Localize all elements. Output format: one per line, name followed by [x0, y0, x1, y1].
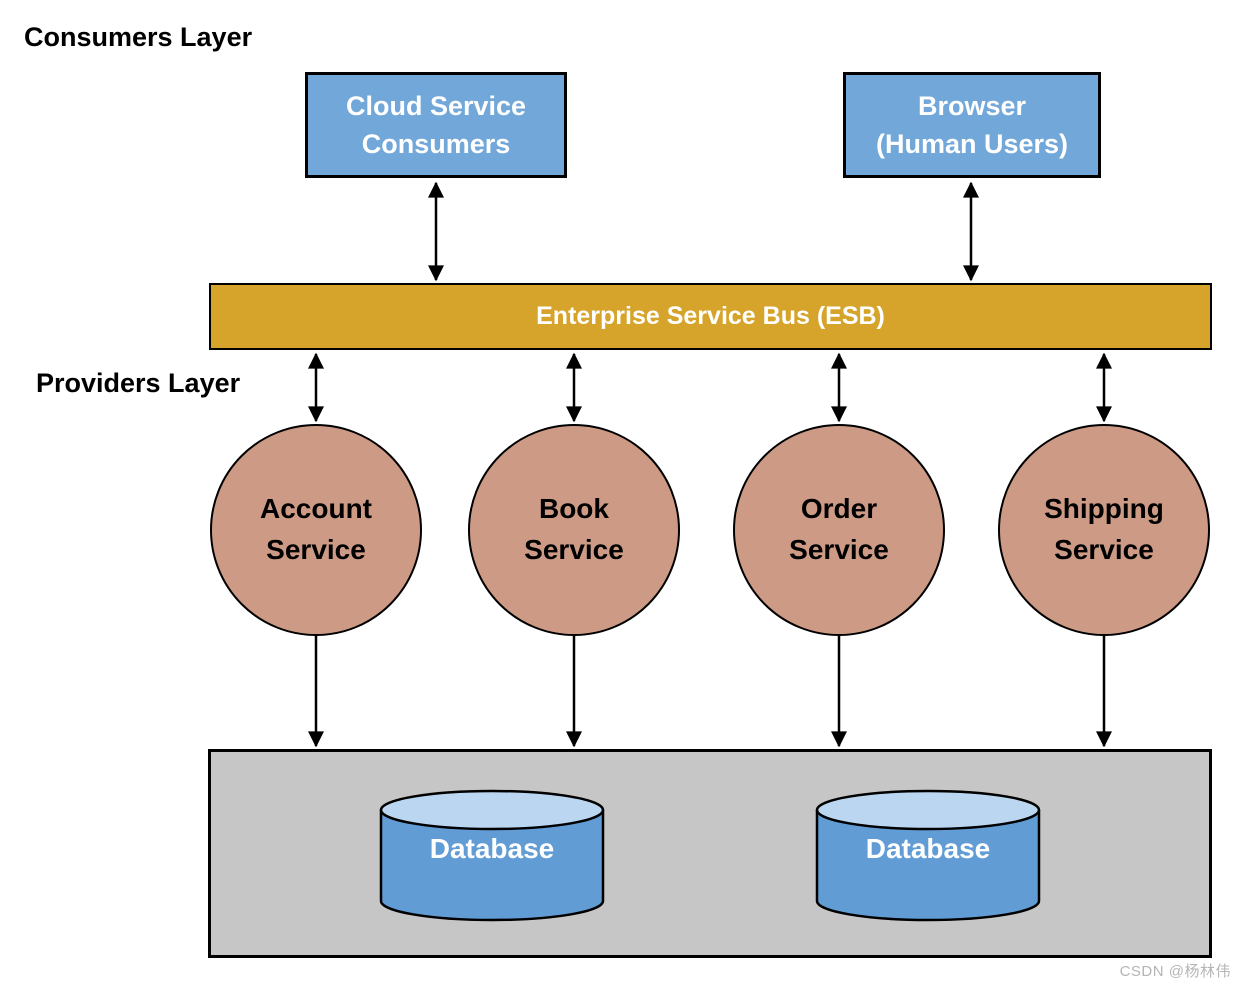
consumers-layer-label: Consumers Layer	[24, 22, 253, 52]
consumer-box-browser: Browser (Human Users)	[843, 72, 1101, 178]
providers-layer-label: Providers Layer	[36, 368, 241, 398]
esb-bar-label: Enterprise Service Bus (ESB)	[536, 302, 885, 330]
service-circle-book-label: Book Service	[524, 493, 624, 565]
service-circle-order-label: Order Service	[789, 493, 889, 565]
consumer-box-browser-label: Browser (Human Users)	[875, 90, 1069, 159]
service-circle-account: Account Service	[210, 424, 422, 636]
database-cylinder-icon	[815, 789, 1041, 922]
database-cylinder-left: Database	[379, 789, 605, 923]
database-cylinder-right: Database	[815, 789, 1041, 923]
service-circle-shipping-label: Shipping Service	[1044, 493, 1164, 565]
consumer-box-cloud-label: Cloud Service Consumers	[345, 90, 527, 159]
database-container	[208, 749, 1212, 958]
consumer-box-cloud-service-consumers: Cloud Service Consumers	[305, 72, 567, 178]
csdn-watermark: CSDN @杨林伟	[1119, 963, 1231, 980]
service-circle-order: Order Service	[733, 424, 945, 636]
database-right-label: Database	[865, 833, 991, 864]
service-circle-shipping: Shipping Service	[998, 424, 1210, 636]
service-circle-account-label: Account Service	[260, 493, 372, 565]
esb-bar: Enterprise Service Bus (ESB)	[209, 283, 1212, 350]
service-circle-book: Book Service	[468, 424, 680, 636]
database-left-label: Database	[429, 833, 555, 864]
database-cylinder-icon	[379, 789, 605, 922]
